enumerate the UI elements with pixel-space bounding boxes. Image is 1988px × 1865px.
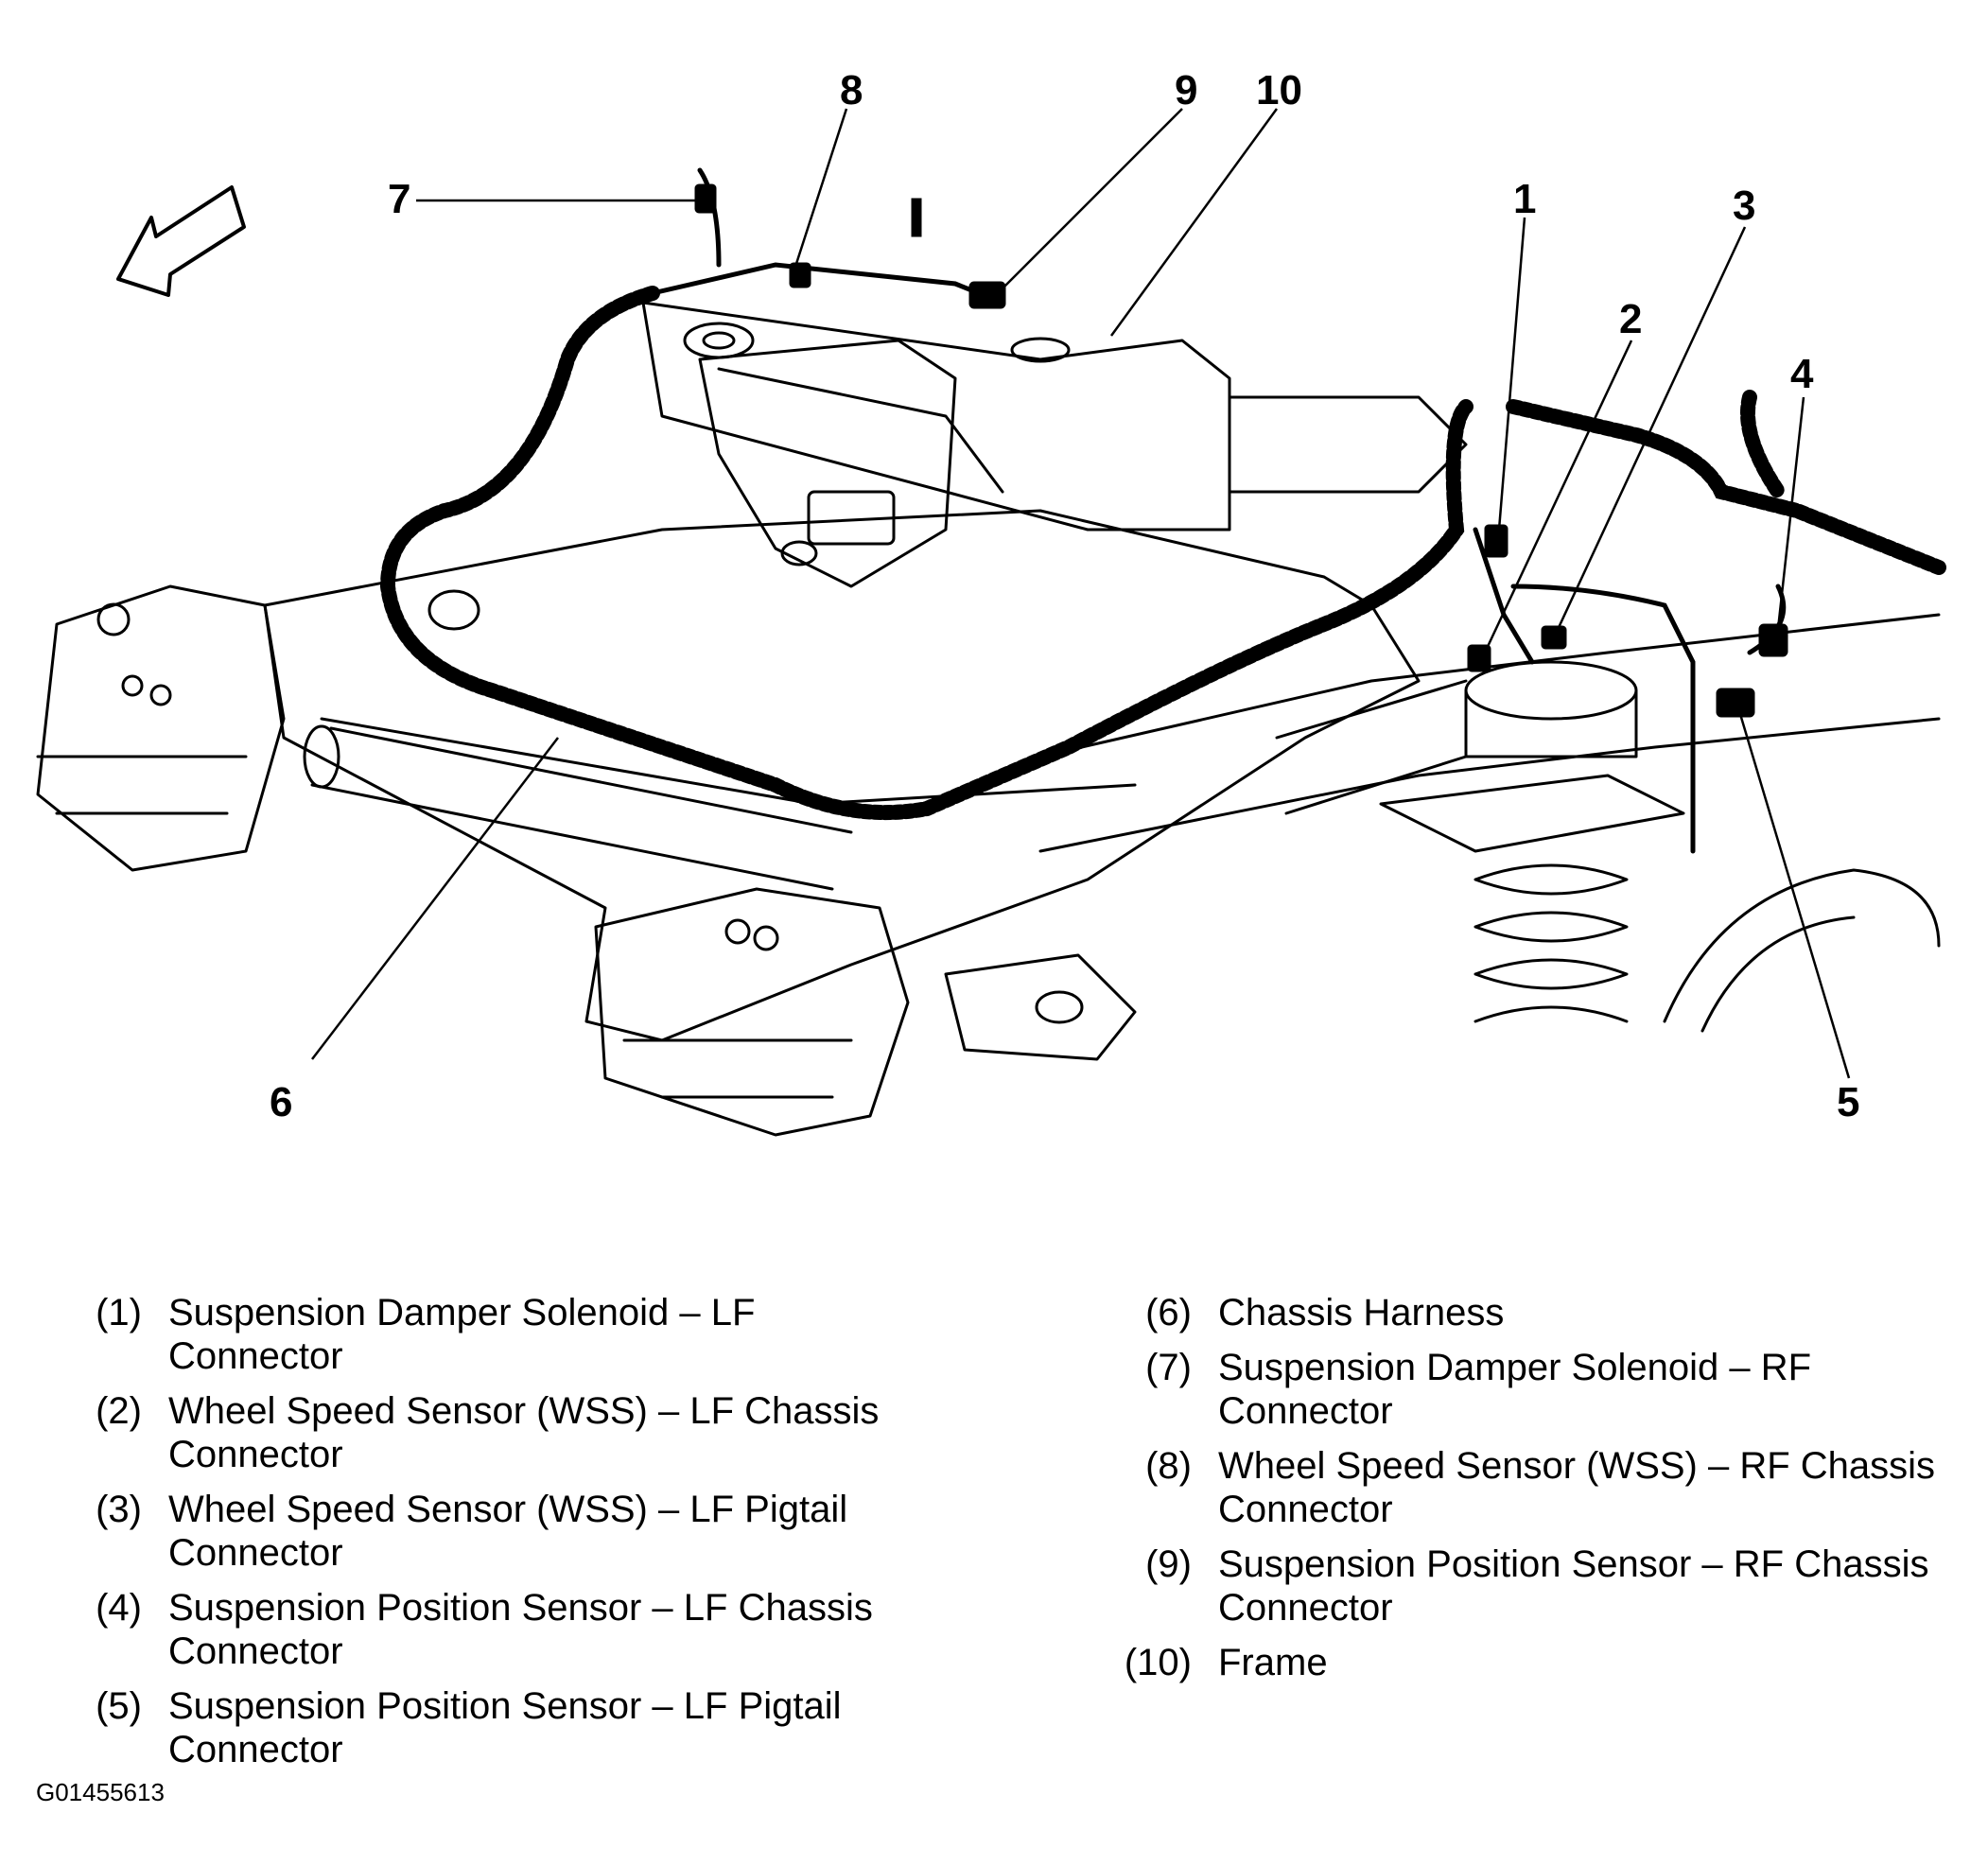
legend-item-8: (8) Wheel Speed Sensor (WSS) – RF Chassi… xyxy=(1145,1445,1936,1530)
legend-left: (1) Suspension Damper Solenoid – LF Conn… xyxy=(57,1291,965,1783)
coil-spring xyxy=(1474,863,1629,1023)
figure-id: G01455613 xyxy=(36,1778,165,1806)
callout-2: 2 xyxy=(1619,296,1642,342)
leader-1 xyxy=(1497,217,1526,531)
callout-1: 1 xyxy=(1513,176,1536,222)
legend-item-3: (3) Wheel Speed Sensor (WSS) – LF Pigtai… xyxy=(96,1489,848,1574)
connector-7 xyxy=(694,183,717,214)
brake-rotor xyxy=(1663,868,1941,1023)
cross-tube xyxy=(310,726,853,891)
frame-main-beam xyxy=(263,509,1421,1042)
callout-10: 10 xyxy=(1256,67,1302,113)
legend-item-1: (1) Suspension Damper Solenoid – LF Conn… xyxy=(96,1292,756,1377)
legend-item-2: (2) Wheel Speed Sensor (WSS) – LF Chassi… xyxy=(96,1390,880,1475)
callout-3: 3 xyxy=(1733,183,1755,229)
callout-7: 7 xyxy=(388,176,410,222)
leader-5 xyxy=(1738,713,1851,1079)
connector-9 xyxy=(968,281,1006,309)
leader-8 xyxy=(793,108,848,270)
callout-6: 6 xyxy=(270,1079,292,1125)
chassis-harness xyxy=(379,286,1474,821)
legend-item-9: (9) Suspension Position Sensor – RF Chas… xyxy=(1145,1543,1929,1629)
connector-4 xyxy=(1758,623,1788,657)
callout-8: 8 xyxy=(840,67,863,113)
callout-5: 5 xyxy=(1837,1079,1859,1125)
engine-mount xyxy=(698,339,957,588)
leader-3 xyxy=(1554,226,1747,635)
connector-8 xyxy=(789,262,811,288)
strut-top-mount xyxy=(1464,660,1638,721)
legend-right: (6) Chassis Harness (7) Suspension Dampe… xyxy=(1107,1291,1986,1696)
crossmember-right xyxy=(594,887,910,1137)
leader-9 xyxy=(997,108,1183,294)
chassis-diagram: 7 8 9 10 1 2 3 4 5 6 xyxy=(36,67,1946,1137)
legend-item-6: (6) Chassis Harness xyxy=(1145,1292,1505,1333)
leader-10 xyxy=(1109,108,1279,337)
leader-6 xyxy=(311,737,559,1060)
crossmember-left xyxy=(36,584,286,872)
callout-9: 9 xyxy=(1175,67,1197,113)
frame-upper-rail xyxy=(641,301,1231,532)
front-arrow-icon xyxy=(116,185,246,297)
legend-item-4: (4) Suspension Position Sensor – LF Chas… xyxy=(96,1587,873,1672)
legend-item-5: (5) Suspension Position Sensor – LF Pigt… xyxy=(96,1685,842,1770)
bolt xyxy=(911,198,922,237)
leader-2 xyxy=(1483,340,1633,654)
connector-3 xyxy=(1541,625,1567,650)
connector-5 xyxy=(1716,688,1755,718)
legend-item-10: (10) Frame xyxy=(1124,1642,1328,1683)
legend-item-7: (7) Suspension Damper Solenoid – RF Conn… xyxy=(1145,1347,1812,1432)
connector-1 xyxy=(1484,524,1508,558)
leader-4 xyxy=(1776,396,1805,630)
callout-4: 4 xyxy=(1790,351,1814,397)
